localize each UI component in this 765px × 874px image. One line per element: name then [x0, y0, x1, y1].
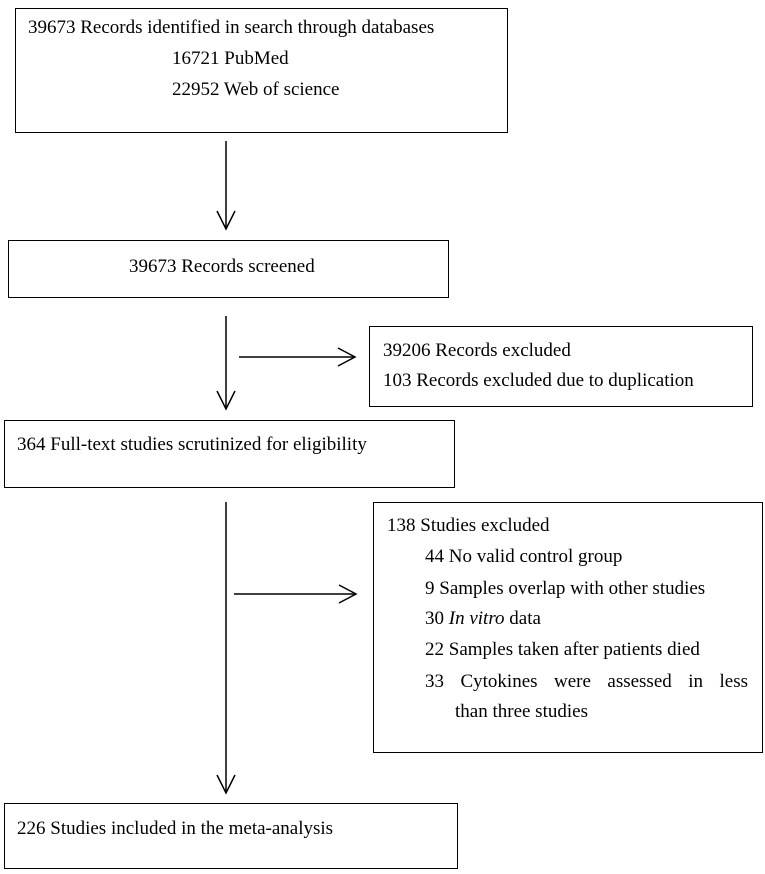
duplication-excluded-text: 103 Records excluded due to duplication: [383, 370, 694, 391]
records-excluded-text: 39206 Records excluded: [383, 340, 571, 361]
identification-box: 39673 Records identified in search throu…: [15, 8, 508, 133]
eligibility-box: 364 Full-text studies scrutinized for el…: [4, 420, 455, 488]
exclusion-reason-control-group: 44 No valid control group: [425, 546, 623, 567]
in-vitro-label: In vitro: [448, 608, 505, 629]
screening-box: 39673 Records screened: [8, 240, 449, 298]
exclusion-reason-cytokines: 33 Cytokines were assessed in less: [425, 671, 748, 692]
records-identified-text: 39673 Records identified in search throu…: [28, 17, 435, 38]
exclusion-reason-died: 22 Samples taken after patients died: [425, 639, 700, 660]
studies-excluded-box: 138 Studies excluded 44 No valid control…: [373, 502, 763, 753]
included-box: 226 Studies included in the meta-analysi…: [4, 803, 458, 869]
exclusion-reason-cytokines-cont: than three studies: [455, 701, 588, 722]
in-vitro-count: 30: [425, 608, 444, 629]
studies-included-text: 226 Studies included in the meta-analysi…: [17, 818, 334, 839]
in-vitro-rest: data: [509, 608, 541, 629]
web-of-science-count-text: 22952 Web of science: [172, 79, 340, 100]
studies-excluded-header: 138 Studies excluded: [387, 515, 550, 536]
pubmed-count-text: 16721 PubMed: [172, 48, 289, 69]
fulltext-studies-text: 364 Full-text studies scrutinized for el…: [17, 434, 367, 455]
exclusion-reason-overlap: 9 Samples overlap with other studies: [425, 578, 706, 599]
records-excluded-box: 39206 Records excluded 103 Records exclu…: [369, 326, 753, 407]
exclusion-reason-in-vitro: 30 In vitro data: [425, 608, 541, 630]
records-screened-text: 39673 Records screened: [129, 256, 315, 277]
